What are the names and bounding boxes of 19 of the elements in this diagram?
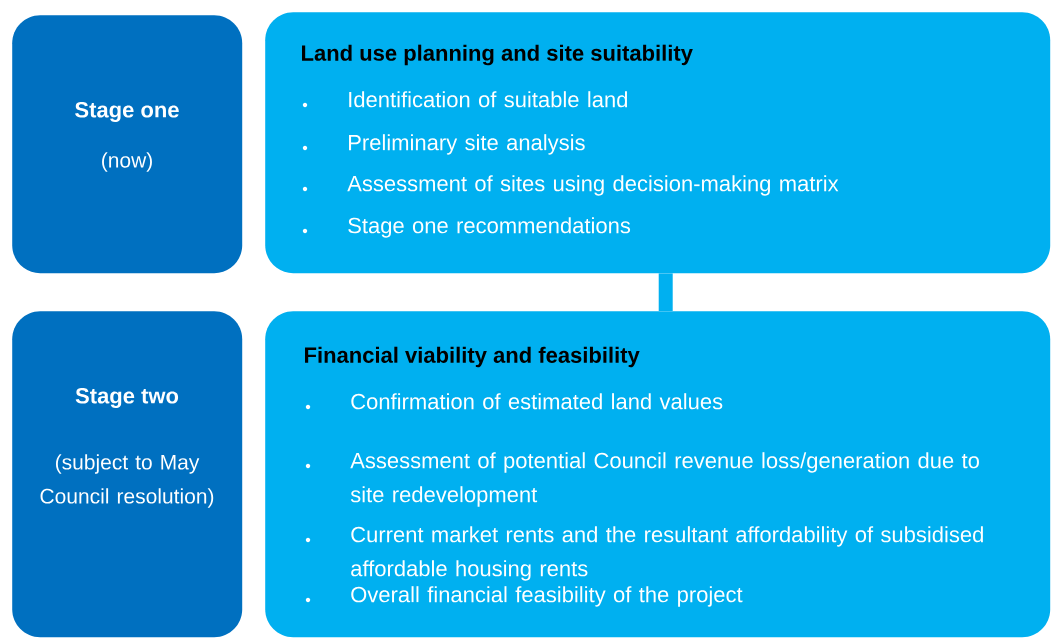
bullet-item: Confirmation of estimated land values bbox=[305, 393, 723, 410]
content-panel bbox=[265, 12, 1051, 274]
bullet-item: Preliminary site analysis bbox=[302, 134, 585, 155]
panel-heading: Land use planning and site suitability bbox=[302, 44, 693, 66]
bullet-item: Assessment of sites using decision-making matrix bbox=[302, 175, 839, 196]
stage-box bbox=[12, 311, 243, 638]
connector-bar bbox=[658, 273, 673, 311]
bullet-item: Current market rents and the resultant affordability of subsidised affordable housing rents bbox=[305, 526, 983, 581]
bullet-item: Overall financial feasibility of the project bbox=[305, 586, 743, 607]
content-panel bbox=[265, 311, 1051, 638]
panel-heading: Financial viability and feasibility bbox=[305, 346, 640, 368]
stage-heading: Stage one bbox=[75, 101, 179, 122]
stage-note: (subject to May Council resolution) bbox=[40, 454, 214, 508]
stage-box bbox=[12, 15, 243, 274]
bullet-item: Stage one recommendations bbox=[302, 217, 631, 238]
bullet-item: Assessment of potential Council revenue loss/generation due to site redevelopment bbox=[305, 452, 979, 507]
stage-note: (now) bbox=[102, 152, 152, 172]
bullet-item: Identification of suitable land bbox=[302, 91, 627, 108]
stage-heading: Stage two bbox=[75, 387, 179, 408]
